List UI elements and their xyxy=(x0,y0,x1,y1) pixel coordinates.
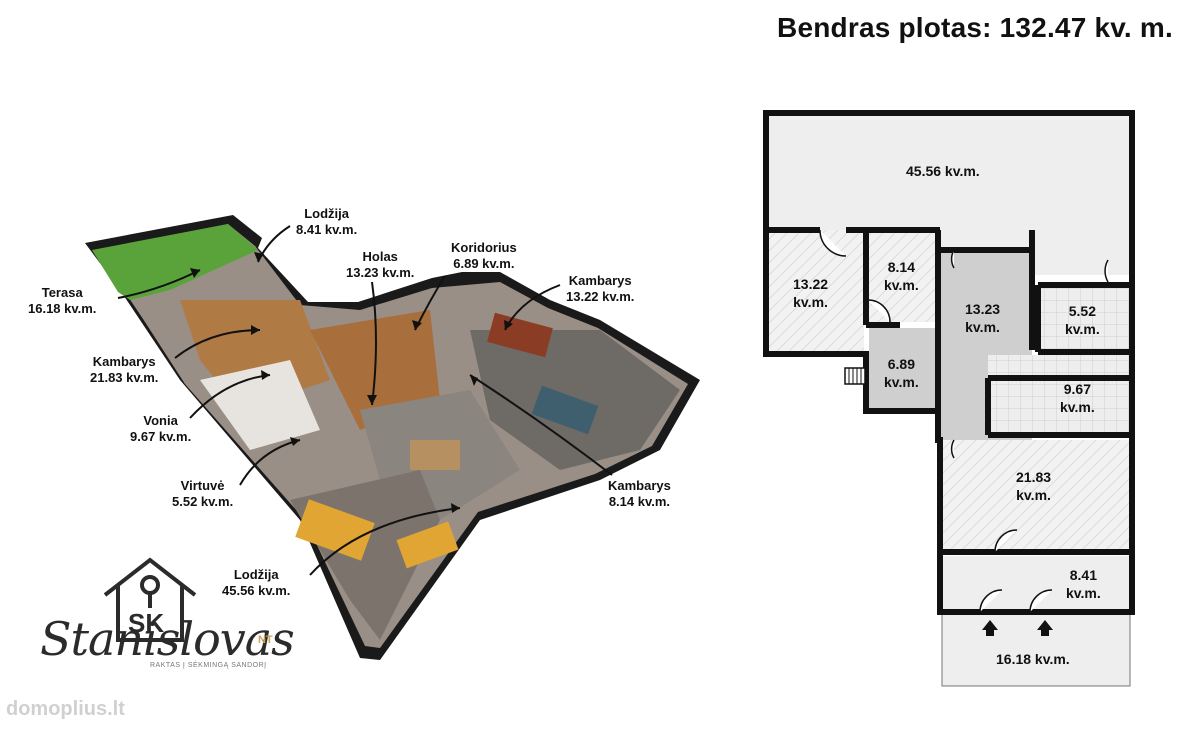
logo-tagline: RAKTAS Į SĖKMINGĄ SANDORĮ xyxy=(150,662,267,669)
plan-entry-arrows xyxy=(982,620,1053,636)
iso-dining xyxy=(410,440,460,470)
plan-label-16-18: 16.18 kv.m. xyxy=(996,651,1070,667)
plan-label-45: 45.56 kv.m. xyxy=(906,163,980,179)
plan-room-5-52 xyxy=(1038,285,1132,352)
house-logo-icon xyxy=(103,557,197,642)
logo-superscript: NT xyxy=(258,634,273,646)
iso-table xyxy=(531,385,599,435)
plan-walls xyxy=(763,110,1135,615)
plan-room-13-22 xyxy=(766,230,864,354)
plan-room-21-83 xyxy=(940,440,1132,552)
iso-sofa xyxy=(295,499,375,561)
watermark: domoplius.lt xyxy=(6,698,125,720)
plan-stairs-icon xyxy=(844,367,866,385)
logo-monogram: SK xyxy=(128,608,164,638)
logo-script: Stanislovas xyxy=(40,612,295,666)
iso-bathroom xyxy=(200,360,320,450)
iso-terrace-grass xyxy=(92,224,258,300)
plan-room-16-18 xyxy=(941,611,1131,687)
plan-room-9-67 xyxy=(988,355,1132,435)
iso-sofa-2 xyxy=(396,521,459,569)
plan-room-6-89 xyxy=(869,328,938,411)
plan-doors xyxy=(819,229,1109,613)
total-area-title: Bendras plotas: 132.47 kv. m. xyxy=(777,12,1173,43)
